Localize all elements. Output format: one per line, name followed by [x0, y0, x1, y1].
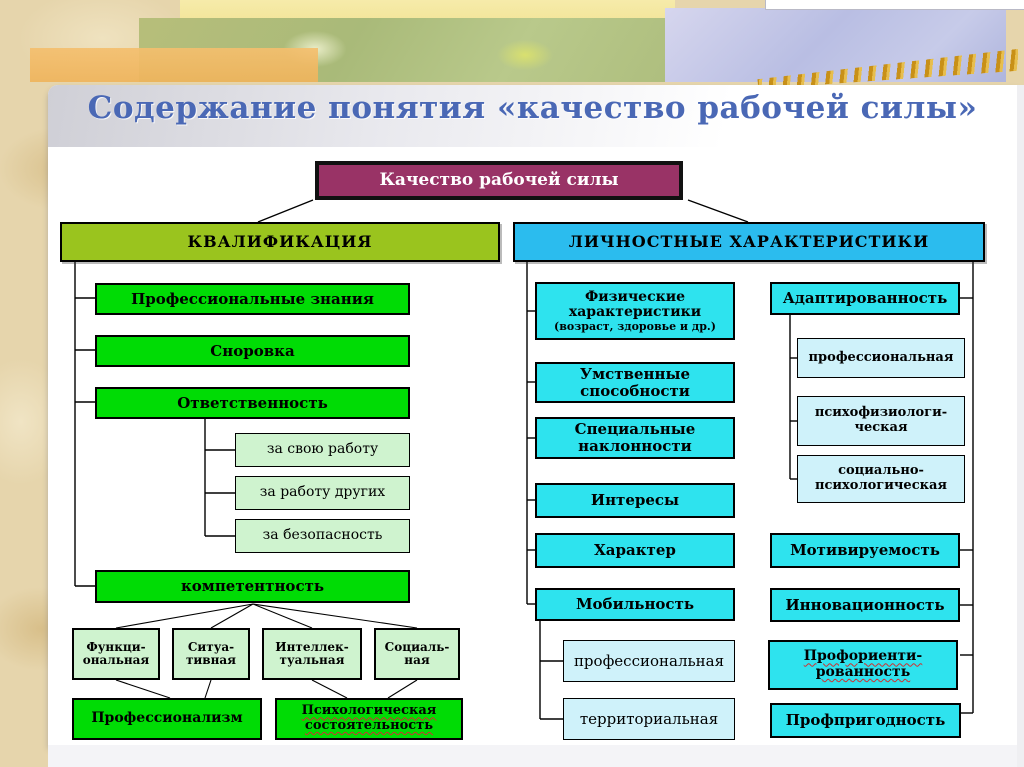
node-physical-characteristics: Физические характеристики (возраст, здор…: [535, 282, 735, 340]
decor-orange-band: [30, 48, 318, 82]
node-psychological-viability: Психологическая состоятельность: [275, 698, 463, 740]
node-character: Характер: [535, 533, 735, 568]
node-competence-intellectual: Интеллек- туальная: [262, 628, 362, 680]
node-root: Качество рабочей силы: [315, 161, 683, 200]
node-competence: компетентность: [95, 570, 410, 603]
node-innovation: Инновационность: [770, 588, 960, 622]
panel-bottom-strip: [48, 745, 1024, 767]
physical-label: Физические характеристики: [568, 288, 702, 321]
decor-top-right-box: [765, 0, 1024, 10]
node-skill: Сноровка: [95, 335, 410, 367]
node-adaptability-socio-psychological: социально- психологическая: [797, 455, 965, 503]
node-special-inclinations: Специальные наклонности: [535, 417, 735, 459]
node-responsibility: Ответственность: [95, 387, 410, 419]
panel-top-sheen: [48, 85, 1017, 147]
node-interests: Интересы: [535, 483, 735, 518]
node-professionalism: Профессионализм: [72, 698, 262, 740]
node-competence-situational: Ситуа- тивная: [172, 628, 250, 680]
node-responsibility-safety: за безопасность: [235, 519, 410, 553]
node-responsibility-own-work: за свою работу: [235, 433, 410, 467]
node-motivation: Мотивируемость: [770, 533, 960, 568]
node-career-orientation: Профориенти- рованность: [768, 640, 958, 690]
node-professional-aptitude: Профпригодность: [770, 703, 961, 738]
node-adaptability-professional: профессиональная: [797, 338, 965, 378]
node-qualification-header: КВАЛИФИКАЦИЯ: [60, 222, 500, 262]
physical-note: (возраст, здоровье и др.): [554, 319, 716, 333]
node-adaptability: Адаптированность: [770, 282, 960, 315]
node-mobility-territorial: территориальная: [563, 698, 735, 740]
panel-right-strip: [1017, 85, 1024, 767]
slide-title: Содержание понятия «качество рабочей сил…: [87, 90, 978, 126]
decor-leaf-yellow: [470, 30, 580, 80]
node-mobility: Мобильность: [535, 588, 735, 621]
node-mental-abilities: Умственные способности: [535, 362, 735, 403]
node-mobility-professional: профессиональная: [563, 640, 735, 682]
node-competence-social: Социаль- ная: [374, 628, 460, 680]
node-personal-header: ЛИЧНОСТНЫЕ ХАРАКТЕРИСТИКИ: [513, 222, 985, 262]
node-professional-knowledge: Профессиональные знания: [95, 283, 410, 315]
node-responsibility-others-work: за работу других: [235, 476, 410, 510]
node-competence-functional: Функци- ональная: [72, 628, 160, 680]
node-adaptability-psychophysiological: психофизиологи- ческая: [797, 396, 965, 446]
